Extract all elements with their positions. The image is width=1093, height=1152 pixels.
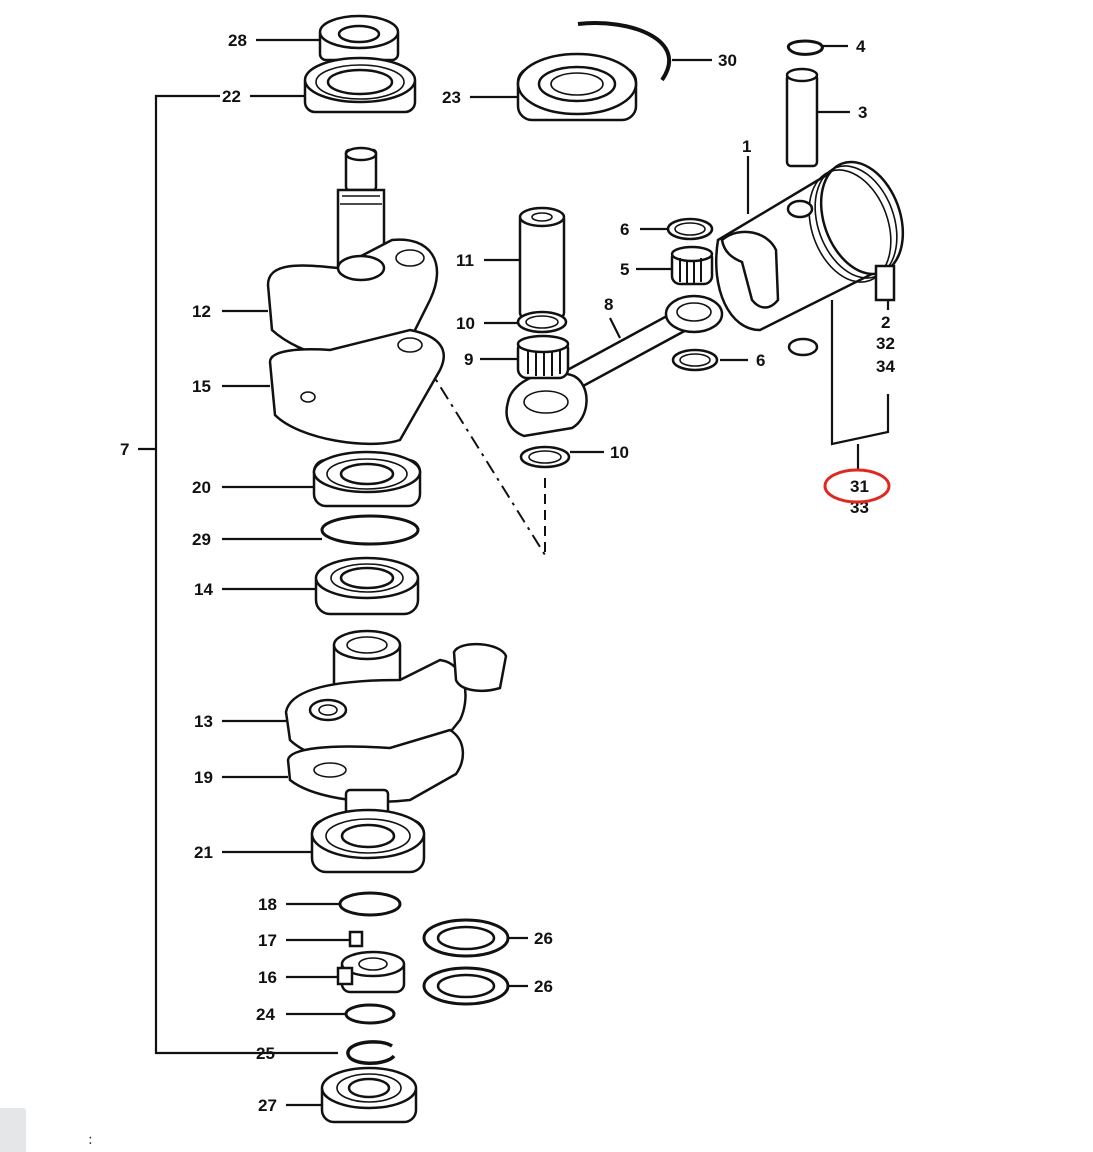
- part-6-lower-washer: [671, 348, 719, 372]
- callout-4: 4: [856, 37, 866, 56]
- callout-30: 30: [718, 51, 737, 70]
- callout-21: 21: [194, 843, 213, 862]
- callout-29: 29: [192, 530, 211, 549]
- footer-mark: :: [88, 1132, 93, 1148]
- part-10-lower-washer: [519, 445, 571, 469]
- callout-24: 24: [256, 1005, 275, 1024]
- part-1-piston: [715, 160, 905, 332]
- part-9-needle-bearing: [516, 334, 570, 380]
- callout-19: 19: [194, 768, 213, 787]
- callout-34: 34: [876, 357, 895, 376]
- callout-7: 7: [120, 440, 129, 459]
- part-17-key: [348, 930, 364, 948]
- highlight-circle-31: [823, 468, 891, 504]
- callout-8: 8: [604, 295, 613, 314]
- part-26-shims: [422, 918, 510, 1006]
- callout-11: 11: [456, 251, 474, 270]
- callout-3: 3: [858, 103, 867, 122]
- callout-22: 22: [222, 87, 241, 106]
- part-12-15-upper-crankshaft: [266, 146, 445, 446]
- callout-14: 14: [194, 580, 213, 599]
- part-8-connecting-rod: [505, 294, 724, 438]
- callout-31: 31: [850, 477, 869, 496]
- group-7-bracket: [138, 94, 338, 1055]
- part-11-crank-pin: [518, 206, 566, 319]
- part-21-lower-bearing: [310, 808, 426, 874]
- callout-1: 1: [742, 137, 751, 156]
- part-6-upper-washer: [666, 217, 714, 241]
- leader-lines: [222, 38, 890, 1107]
- callout-32: 32: [876, 334, 895, 353]
- part-4-clip: [786, 39, 824, 56]
- callout-2: 2: [881, 313, 890, 332]
- part-3-piston-pin: [785, 67, 819, 168]
- part-13-19-lower-crankshaft: [284, 629, 508, 820]
- part-23-oil-seal: [516, 52, 638, 122]
- part-18-ring: [338, 891, 402, 917]
- callout-23: 23: [442, 88, 461, 107]
- callout-27: 27: [258, 1096, 277, 1115]
- part-29-snap-ring: [320, 514, 420, 546]
- part-14-seal: [314, 556, 420, 616]
- callout-20: 20: [192, 478, 211, 497]
- callout-18: 18: [258, 895, 277, 914]
- part-30-circlip: [577, 21, 672, 82]
- part-16-collar: [336, 950, 406, 994]
- part-24-washer: [344, 1003, 396, 1025]
- part-22-bearing: [303, 56, 417, 114]
- callout-26-lower: 26: [534, 977, 553, 996]
- callout-15: 15: [192, 377, 211, 396]
- callout-12: 12: [192, 302, 211, 321]
- part-10-upper-washer: [516, 310, 568, 334]
- part-28-oil-seal: [318, 14, 400, 62]
- callout-9: 9: [464, 350, 473, 369]
- callout-10-upper: 10: [456, 314, 475, 333]
- part-20-center-bearing: [312, 450, 422, 508]
- corner-tab[interactable]: [0, 1108, 26, 1152]
- callout-25: 25: [256, 1044, 275, 1063]
- callout-13: 13: [194, 712, 213, 731]
- part-5-needle-bearing: [670, 245, 714, 286]
- callout-28: 28: [228, 31, 247, 50]
- callout-6-upper: 6: [620, 220, 629, 239]
- callout-6-lower: 6: [756, 351, 765, 370]
- callout-17: 17: [258, 931, 277, 950]
- part-25-snap-ring: [346, 1040, 396, 1065]
- callout-26-upper: 26: [534, 929, 553, 948]
- piston-ring-clip: [787, 337, 819, 357]
- callout-16: 16: [258, 968, 277, 987]
- callout-5: 5: [620, 260, 629, 279]
- callout-10-lower: 10: [610, 443, 629, 462]
- callout-labels: 28 22 23 30 4 3 1 6 5 8 6 11 10 9 10 12 …: [120, 31, 895, 1115]
- part-27-bottom-seal: [320, 1066, 418, 1124]
